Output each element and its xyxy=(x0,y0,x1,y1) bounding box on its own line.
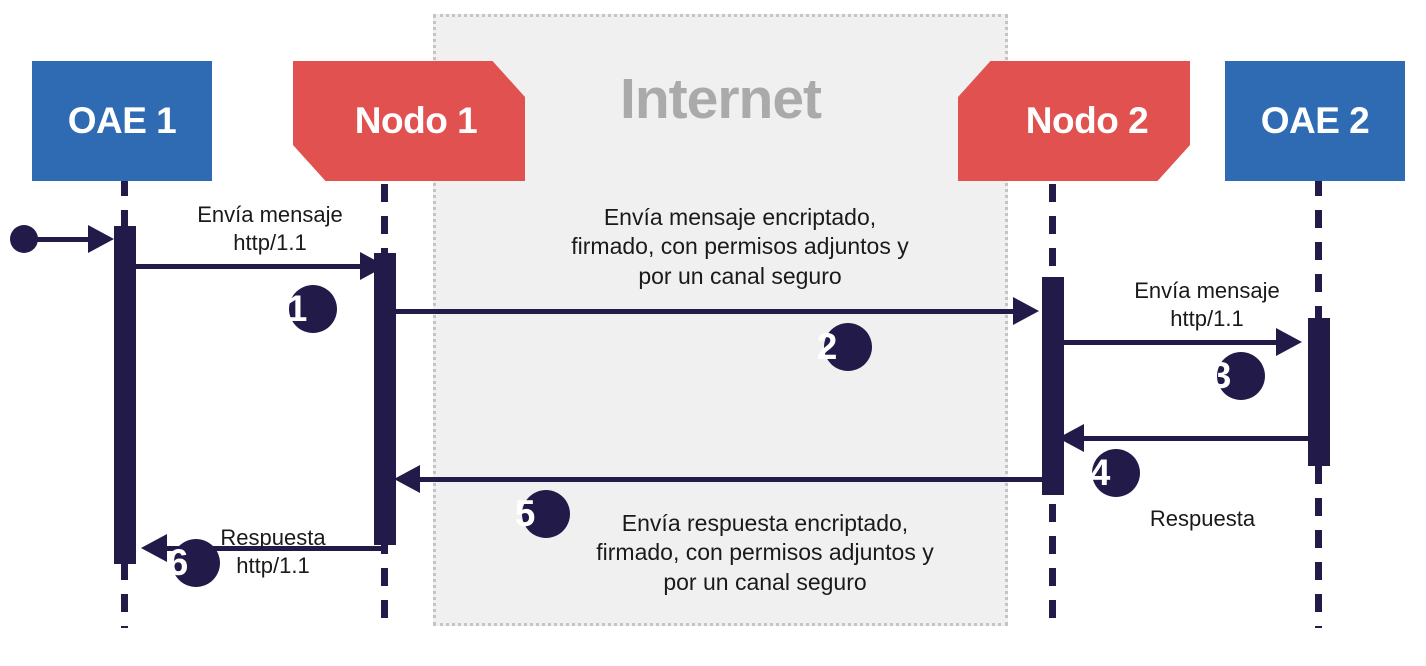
message-3-line xyxy=(1060,340,1285,345)
actor-oae2[interactable]: OAE 2 xyxy=(1225,61,1405,181)
message-1-badge xyxy=(289,285,337,333)
start-dot-icon xyxy=(10,225,38,253)
activation-bar-nodo2 xyxy=(1042,277,1064,495)
message-1-badge-number: 1 xyxy=(286,288,308,329)
message-3-badge-number: 3 xyxy=(1210,355,1232,396)
message-4-badge xyxy=(1092,449,1140,497)
message-4-line xyxy=(1080,436,1310,441)
actor-nodo2-label: Nodo 2 xyxy=(1025,99,1149,141)
message-6-label: Respuesta http/1.1 xyxy=(220,525,326,579)
actor-nodo1[interactable]: Nodo 1 xyxy=(293,61,525,181)
message-3-arrowhead-icon xyxy=(1276,328,1302,356)
message-5-arrowhead-icon xyxy=(394,465,420,493)
activation-bar-oae1 xyxy=(114,226,136,564)
message-4-arrowhead-icon xyxy=(1058,424,1084,452)
message-3-badge xyxy=(1217,352,1265,400)
actor-nodo2[interactable]: Nodo 2 xyxy=(958,61,1190,181)
message-2-badge-number: 2 xyxy=(816,326,838,367)
activation-bar-oae2 xyxy=(1308,318,1330,466)
message-6-line xyxy=(165,546,382,551)
message-2-line xyxy=(392,309,1020,314)
internet-label: Internet xyxy=(619,67,822,131)
message-5-label: Envía respuesta encriptado, firmado, con… xyxy=(596,510,934,595)
start-message-line xyxy=(34,237,104,242)
activation-bar-nodo1 xyxy=(374,253,396,545)
message-2-label: Envía mensaje encriptado, firmado, con p… xyxy=(571,204,909,289)
message-3-label: Envía mensaje http/1.1 xyxy=(1134,278,1280,332)
actor-oae2-label: OAE 2 xyxy=(1260,99,1370,141)
message-2-arrowhead-icon xyxy=(1013,297,1039,325)
message-6-badge-number: 6 xyxy=(167,542,189,583)
message-4-badge-number: 4 xyxy=(1089,452,1111,493)
message-1-arrowhead-icon xyxy=(360,252,386,280)
message-1-line xyxy=(125,264,370,269)
start-message-arrowhead-icon xyxy=(88,225,114,253)
message-6-arrowhead-icon xyxy=(141,534,167,562)
message-5-line xyxy=(418,477,1042,482)
actor-oae1-label: OAE 1 xyxy=(67,99,177,141)
message-5-badge xyxy=(522,490,570,538)
message-5-badge-number: 5 xyxy=(514,493,536,534)
message-2-badge xyxy=(824,323,872,371)
message-6-badge xyxy=(172,539,220,587)
message-1-label: Envía mensaje http/1.1 xyxy=(197,202,343,256)
actor-oae1[interactable]: OAE 1 xyxy=(32,61,212,181)
actor-nodo1-label: Nodo 1 xyxy=(354,99,478,141)
message-4-label: Respuesta xyxy=(1149,506,1256,531)
